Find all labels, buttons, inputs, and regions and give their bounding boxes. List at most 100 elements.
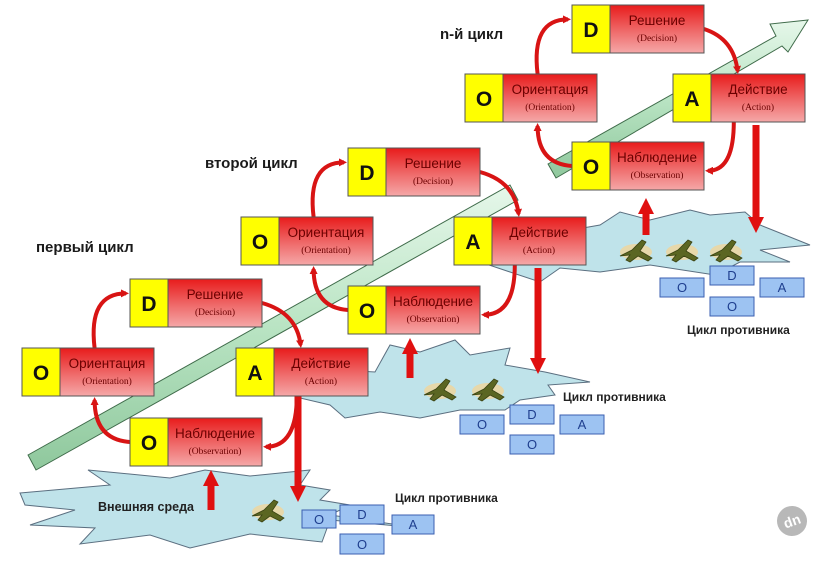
enemy-o-label: O <box>477 417 487 432</box>
enemy-cycle-label-2: Цикл противника <box>563 390 666 404</box>
step-subtitle: (Orientation) <box>301 245 351 256</box>
step-title: Решение <box>405 156 462 171</box>
step-decide: D Решение (Decision) <box>129 278 263 328</box>
step-letter: A <box>465 231 480 254</box>
step-title: Действие <box>728 82 787 97</box>
step-orient: O Ориентация (Orientation) <box>21 347 155 397</box>
loop-arrow-observe-to-orient <box>533 123 573 168</box>
enemy-cycle-label-1: Цикл противника <box>395 491 498 505</box>
enemy-a-label: A <box>409 517 418 532</box>
step-subtitle: (Action) <box>523 245 555 256</box>
step-letter: A <box>247 362 262 385</box>
enemy-d-label: D <box>357 507 366 522</box>
step-observe: O Наблюдение (Observation) <box>571 141 705 191</box>
step-title: Решение <box>629 13 686 28</box>
cycle-1-label: первый цикл <box>36 239 134 256</box>
step-letter: O <box>252 231 268 254</box>
enemy-a-label: A <box>778 280 787 295</box>
step-title: Ориентация <box>512 82 589 97</box>
enemy-cycle-1: O D A O <box>301 504 435 555</box>
letter-box <box>240 216 280 266</box>
step-subtitle: (Action) <box>742 102 774 113</box>
step-subtitle: (Observation) <box>189 446 242 457</box>
enemy-d-label: D <box>727 268 736 283</box>
loop-arrow-observe-to-orient <box>90 397 131 444</box>
step-box <box>491 216 587 266</box>
step-title: Наблюдение <box>175 426 255 441</box>
step-title: Ориентация <box>69 356 146 371</box>
cycle-2-label: второй цикл <box>205 155 298 172</box>
step-box <box>167 417 263 467</box>
letter-box <box>21 347 61 397</box>
step-letter: D <box>359 162 374 185</box>
loop-arrow-orient-to-decide <box>91 289 129 349</box>
enemy-o2-label: O <box>357 537 367 552</box>
letter-box <box>571 141 611 191</box>
step-letter: O <box>476 88 492 111</box>
step-orient: O Ориентация (Orientation) <box>464 73 598 123</box>
letter-box <box>672 73 712 123</box>
step-letter: O <box>583 156 599 179</box>
step-box <box>167 278 263 328</box>
enemy-cycle-n: O D A O <box>659 265 805 317</box>
step-letter: O <box>141 432 157 455</box>
loop-arrow-orient-to-decide <box>310 158 347 218</box>
step-title: Наблюдение <box>617 150 697 165</box>
step-box <box>609 4 705 54</box>
loop-arrow-decide-to-act <box>479 170 522 217</box>
step-title: Ориентация <box>288 225 365 240</box>
step-title: Действие <box>291 356 350 371</box>
enemy-cycle-label-n: Цикл противника <box>687 323 790 337</box>
letter-box <box>571 4 611 54</box>
loop-arrow-decide-to-act <box>261 301 304 348</box>
step-observe: O Наблюдение (Observation) <box>129 417 263 467</box>
letter-box <box>129 278 169 328</box>
step-box <box>609 141 705 191</box>
enemy-a-label: A <box>578 417 587 432</box>
step-letter: D <box>141 293 156 316</box>
enemy-o-label: O <box>314 512 324 527</box>
environment-label: Внешняя среда <box>98 500 195 514</box>
step-box <box>278 216 374 266</box>
step-subtitle: (Decision) <box>637 33 677 44</box>
step-subtitle: (Action) <box>305 376 337 387</box>
step-subtitle: (Observation) <box>631 170 684 181</box>
step-subtitle: (Observation) <box>407 314 460 325</box>
loop-arrow-decide-to-act <box>703 27 741 74</box>
step-box <box>273 347 369 397</box>
letter-box <box>235 347 275 397</box>
step-subtitle: (Orientation) <box>82 376 132 387</box>
step-box <box>502 73 598 123</box>
loop-arrow-act-to-observe <box>705 121 736 175</box>
loop-arrow-act-to-observe <box>481 264 517 319</box>
step-subtitle: (Orientation) <box>525 102 575 113</box>
step-box <box>385 147 481 197</box>
timeline-gap-dashes <box>512 165 546 192</box>
step-title: Наблюдение <box>393 294 473 309</box>
step-title: Решение <box>187 287 244 302</box>
letter-box <box>453 216 493 266</box>
cycle-1-ooda-loop: D Решение (Decision) O Ориентация (Orientatio… <box>21 278 369 467</box>
enemy-o2-label: O <box>727 299 737 314</box>
loop-arrow-observe-to-orient <box>309 266 349 312</box>
letter-box <box>347 285 387 335</box>
letter-box <box>129 417 169 467</box>
step-act: A Действие (Action) <box>235 347 369 397</box>
step-subtitle: (Decision) <box>195 307 235 318</box>
cycle-n-label: n-й цикл <box>440 26 503 43</box>
letter-box <box>347 147 387 197</box>
step-box <box>385 285 481 335</box>
enemy-cycle-2: O D A O <box>459 404 605 455</box>
enemy-o-label: O <box>677 280 687 295</box>
step-letter: O <box>33 362 49 385</box>
step-orient: O Ориентация (Orientation) <box>240 216 374 266</box>
loop-arrow-act-to-observe <box>263 395 299 451</box>
